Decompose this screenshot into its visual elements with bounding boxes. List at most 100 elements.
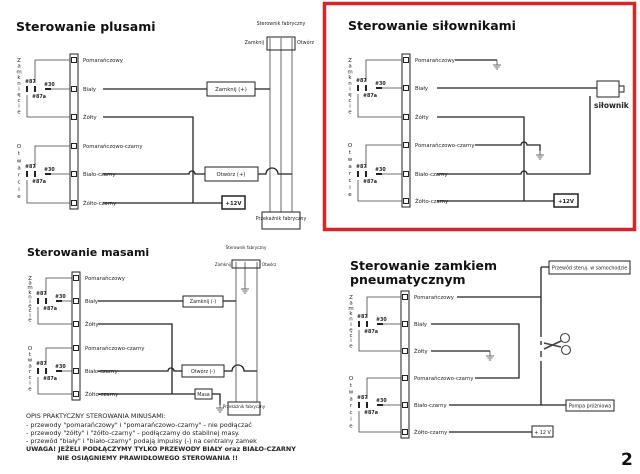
pin-label: Żółty xyxy=(414,348,428,355)
pin-label: Żółty xyxy=(415,114,429,121)
connector-pin xyxy=(402,348,408,354)
relay-closing-label: ę xyxy=(17,92,21,98)
panel-plus: Sterowanie plusami PomarańczowyBiałyŻółt… xyxy=(16,19,314,230)
ground-box xyxy=(194,388,213,400)
relay-closing-label: n xyxy=(28,294,32,300)
relay-opening-label: O xyxy=(17,144,22,150)
relay-contacts xyxy=(26,171,51,177)
relay-closing-label: i xyxy=(18,87,20,93)
panel-actuator: Sterowanie siłownikami PomarańczowyBiały… xyxy=(347,18,630,208)
connector-pin xyxy=(71,143,77,149)
page-number: 2 xyxy=(621,450,633,470)
connector-block: PomarańczowyBiałyŻółtyPomarańczowo-czarn… xyxy=(347,53,474,208)
relay-closing-label: i xyxy=(349,104,351,110)
note-line: - przewód "biały" i "biało-czarny" podaj… xyxy=(26,437,257,445)
contact-30-label: #30 xyxy=(44,167,55,173)
pin-label: Pomarańczowo-czarny xyxy=(85,345,144,352)
relay-closing-label: c xyxy=(17,98,20,104)
relay-opening-label: O xyxy=(348,143,353,149)
relay-closing-label: i xyxy=(350,322,352,328)
open-minus-box xyxy=(181,364,225,378)
pin-label: Żółto-czarny xyxy=(83,200,116,207)
controller-close-label: Zamknij xyxy=(245,40,264,46)
vacuum-pump-label: Pompa próżniowa xyxy=(569,403,611,410)
controller-close-label: Zamknij xyxy=(215,262,231,267)
contact-87-label: #87 xyxy=(357,314,368,320)
actuator-label: siłownik xyxy=(594,101,630,110)
relay-opening-label: t xyxy=(350,383,353,389)
contact-87a-label: #87a xyxy=(363,179,377,185)
relay-closing-label: a xyxy=(17,64,20,70)
factory-relay-box xyxy=(227,401,261,416)
warning-line: UWAGA! JEŻELI PODŁĄCZYMY TYLKO PRZEWODY … xyxy=(26,444,296,453)
connector-block: PomarańczowyBiałyŻółtyPomarańczowo-czarn… xyxy=(27,271,144,401)
connector-body xyxy=(400,290,410,439)
controller-label: Sterownik fabryczny xyxy=(226,245,267,250)
contact-30-label: #30 xyxy=(55,294,66,300)
relay-opening-label: e xyxy=(348,192,352,198)
connector-pin xyxy=(402,294,408,300)
relay-closing-label: m xyxy=(348,306,353,312)
relay-closing-label: ę xyxy=(28,304,32,310)
panel-pneumatic: Sterowanie zamkiem pneumatycznym Pomarań… xyxy=(348,258,631,439)
relay-closing-label: n xyxy=(348,81,352,87)
relay-opening-label: r xyxy=(349,171,352,177)
relay-contacts xyxy=(37,298,62,304)
relay-contacts xyxy=(358,402,383,408)
contact-30-label: #30 xyxy=(375,81,386,87)
pin-label: Biały xyxy=(85,299,98,305)
connector-pin xyxy=(73,321,79,327)
panel-title-line2: pneumatycznym xyxy=(350,272,466,287)
open-plus-box xyxy=(204,166,259,182)
open-plus-label: Otwórz (+) xyxy=(216,171,245,178)
factory-relay-label: Przekaźnik fabryczny xyxy=(256,215,307,222)
pin-label: Pomarańczowo-czarny xyxy=(83,143,142,150)
contact-87-label: #87 xyxy=(356,164,367,170)
relay-closing-label: k xyxy=(348,75,352,81)
note-line: - przewody "pomarańczowy" i "pomarańczow… xyxy=(26,421,252,429)
relay-opening-label: c xyxy=(349,410,352,416)
connector-pin xyxy=(403,171,409,177)
pin-label: Biały xyxy=(415,86,428,92)
connector-pin xyxy=(71,86,77,92)
relay-closing-label: c xyxy=(348,98,351,104)
contact-30-label: #30 xyxy=(55,364,66,370)
relay-closing-label: k xyxy=(17,75,21,81)
pin-label: Żółty xyxy=(83,114,97,121)
relay-closing-label: Z xyxy=(349,295,353,301)
connector-pin xyxy=(403,57,409,63)
connector-pin xyxy=(403,85,409,91)
pin-label: Pomarańczowy xyxy=(83,57,123,64)
relay-opening-label: a xyxy=(349,396,352,402)
contact-87a-label: #87a xyxy=(43,376,57,382)
contact-87a-label: #87a xyxy=(364,329,378,335)
relay-closing-label: e xyxy=(28,317,32,323)
pin-label: Biało-czarny xyxy=(83,172,116,178)
factory-relay-label: Przekaźnik fabryczny xyxy=(223,404,266,409)
relay-opening-label: a xyxy=(17,165,20,171)
contact-30-label: #30 xyxy=(376,398,387,404)
contact-30-label: #30 xyxy=(44,82,55,88)
relay-closing-label: c xyxy=(349,333,352,339)
connector-pin xyxy=(73,368,79,374)
contact-87a-label: #87a xyxy=(43,306,57,312)
power-label: +12V xyxy=(226,201,243,207)
contact-87a-label: #87a xyxy=(32,179,46,185)
pin-label: Biało-czarny xyxy=(415,172,448,178)
connector-pin xyxy=(402,375,408,381)
power-box xyxy=(531,425,554,438)
relay-opening-label: i xyxy=(349,185,351,191)
close-minus-box xyxy=(182,295,224,308)
contact-87-label: #87 xyxy=(36,361,47,367)
pin-label: Pomarańczowo-czarny xyxy=(415,142,474,149)
relay-opening-label: e xyxy=(349,423,353,429)
relay-opening-label: e xyxy=(17,194,21,200)
open-minus-label: Otwórz (-) xyxy=(191,368,215,375)
ground-label: Masa xyxy=(197,392,210,398)
panel-title: Sterowanie siłownikami xyxy=(348,18,516,33)
connector-block: PomarańczowyBiałyŻółtyPomarańczowo-czarn… xyxy=(16,53,142,210)
relay-closing-label: e xyxy=(348,109,352,115)
relay-opening-label: a xyxy=(348,164,351,170)
warning-line: NIE OSIĄGNIEMY PRAWIDŁOWEGO STEROWANIA !… xyxy=(57,454,238,462)
